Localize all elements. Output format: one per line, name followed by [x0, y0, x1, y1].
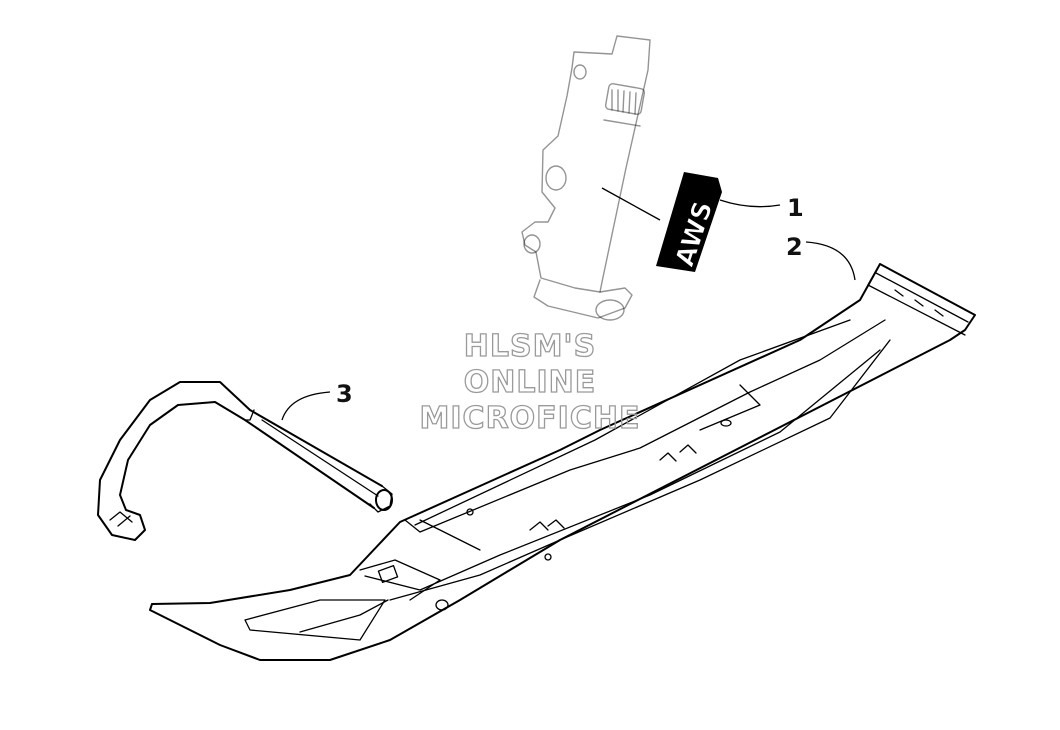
leader-3 — [281, 391, 331, 421]
watermark: HLSM'S ONLINE MICROFICHE — [419, 328, 641, 436]
callout-1: 1 — [787, 194, 804, 222]
leader-2 — [805, 241, 856, 281]
callout-3: 3 — [336, 380, 353, 408]
callout-2: 2 — [786, 233, 803, 261]
spindle-ghost — [521, 35, 651, 321]
ski — [149, 263, 976, 661]
leader-1 — [601, 187, 781, 221]
watermark-line-1: HLSM'S — [464, 329, 596, 364]
watermark-line-3: MICROFICHE — [420, 401, 641, 436]
aws-decal: AWS — [656, 172, 722, 272]
ski-handle — [97, 381, 393, 541]
watermark-line-2: ONLINE — [464, 365, 597, 400]
